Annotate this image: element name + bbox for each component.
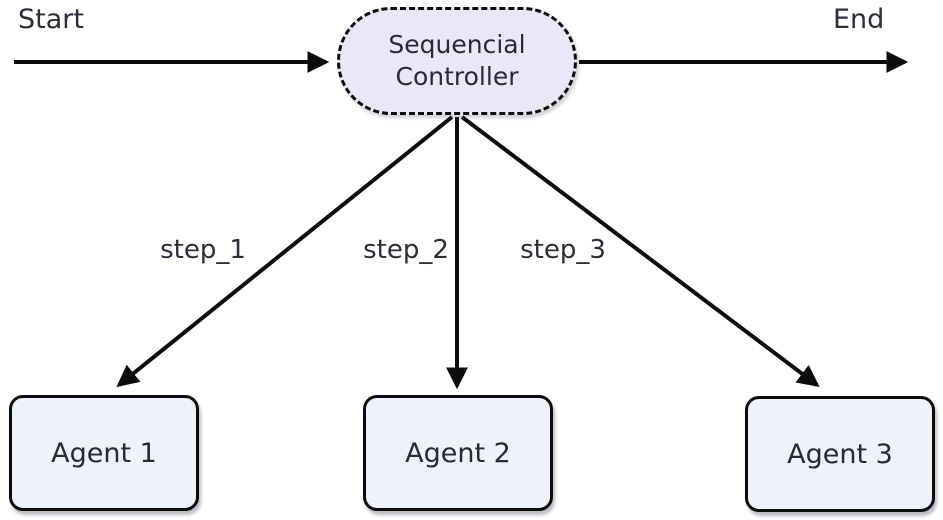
agent-3-label: Agent 3 xyxy=(787,438,893,470)
sequencial-controller-node: Sequencial Controller xyxy=(337,7,577,115)
agent-3-node: Agent 3 xyxy=(745,396,935,512)
agent-1-node: Agent 1 xyxy=(9,395,199,511)
controller-label-line1: Sequencial xyxy=(388,30,526,59)
agent-2-node: Agent 2 xyxy=(363,395,553,511)
edge-label-step-3: step_3 xyxy=(516,235,610,265)
controller-label-line2: Controller xyxy=(395,62,519,91)
edge-label-step-1: step_1 xyxy=(156,235,250,265)
agent-2-label: Agent 2 xyxy=(405,437,511,469)
edge-label-step-2: step_2 xyxy=(359,235,453,265)
edge-step1-to-agent1 xyxy=(116,115,454,388)
edge-step3-to-agent3 xyxy=(460,115,820,387)
agent-1-label: Agent 1 xyxy=(51,437,157,469)
start-label: Start xyxy=(18,4,84,35)
end-label: End xyxy=(833,4,885,35)
